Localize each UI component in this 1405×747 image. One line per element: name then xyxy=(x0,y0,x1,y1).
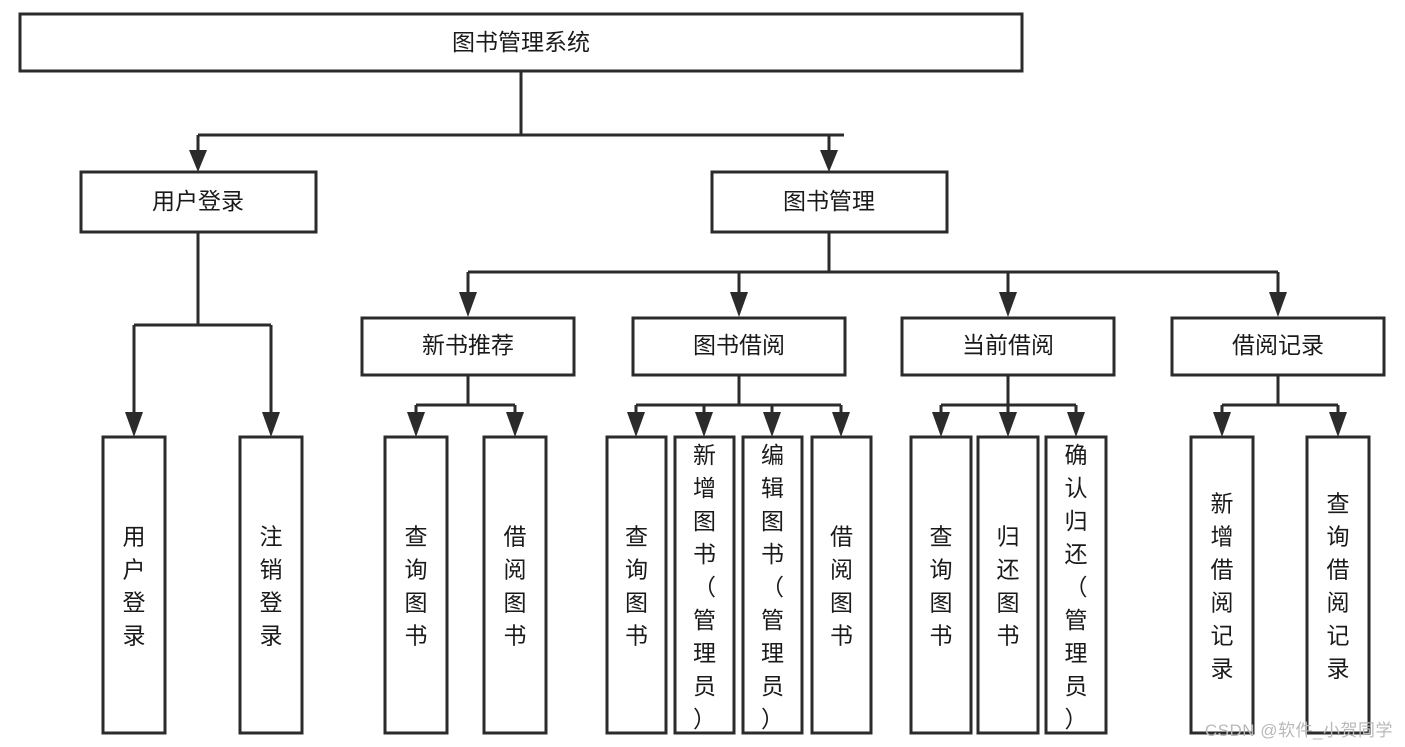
node-leaf-borrow-book-2[interactable]: 借阅图书 xyxy=(810,435,873,735)
arrow-head-leaf-query-book-2 xyxy=(627,412,645,437)
arrow-head-leaf-return-book xyxy=(999,412,1017,437)
node-leaf-query-book-3-label: 查询图书 xyxy=(930,524,953,649)
node-new-book-recommend[interactable]: 新书推荐 xyxy=(360,316,576,377)
node-leaf-query-book-3-box[interactable] xyxy=(909,435,973,735)
arrow-head-book-manage xyxy=(820,150,838,172)
node-leaf-add-record-box[interactable] xyxy=(1189,435,1255,735)
node-book-borrow[interactable]: 图书借阅 xyxy=(631,316,847,377)
node-leaf-query-book-1-label: 查询图书 xyxy=(405,524,428,649)
node-leaf-add-book-label: 新增图书（管理员） xyxy=(693,442,716,732)
node-leaf-return-book[interactable]: 归还图书 xyxy=(976,435,1040,735)
node-book-borrow-label: 图书借阅 xyxy=(693,332,785,358)
node-leaf-query-book-1-box[interactable] xyxy=(383,435,449,735)
arrow-head-leaf-add-book xyxy=(695,412,713,437)
node-leaf-confirm-return[interactable]: 确认归还（管理员） xyxy=(1044,435,1108,735)
node-leaf-add-record[interactable]: 新增借阅记录 xyxy=(1189,435,1255,735)
node-leaf-user-login-box[interactable] xyxy=(101,435,167,735)
node-leaf-user-login[interactable]: 用户登录 xyxy=(101,435,167,735)
arrow-head-leaf-confirm-return xyxy=(1067,412,1085,437)
node-user-login-label: 用户登录 xyxy=(152,188,244,214)
node-book-manage-box[interactable] xyxy=(710,170,949,234)
node-leaf-add-book[interactable]: 新增图书（管理员） xyxy=(673,435,736,735)
arrow-head-leaf-query-book-3 xyxy=(932,412,950,437)
node-leaf-query-book-2-box[interactable] xyxy=(605,435,668,735)
node-book-manage[interactable]: 图书管理 xyxy=(710,170,949,234)
node-leaf-query-record-label: 查询借阅记录 xyxy=(1327,491,1350,682)
node-leaf-add-book-box[interactable] xyxy=(673,435,736,735)
arrow-head-leaf-edit-book xyxy=(763,412,781,437)
node-current-borrow-label: 当前借阅 xyxy=(962,332,1054,358)
node-leaf-return-book-box[interactable] xyxy=(976,435,1040,735)
node-leaf-query-book-3[interactable]: 查询图书 xyxy=(909,435,973,735)
connector-layer xyxy=(125,71,1347,437)
node-book-manage-label: 图书管理 xyxy=(783,188,875,214)
node-leaf-logout-login[interactable]: 注销登录 xyxy=(238,435,304,735)
node-new-book-recommend-box[interactable] xyxy=(360,316,576,377)
arrow-head-new-book-recommend xyxy=(459,292,477,317)
arrow-head-leaf-add-record xyxy=(1213,412,1231,437)
arrow-head-borrow-record xyxy=(1269,292,1287,317)
node-current-borrow[interactable]: 当前借阅 xyxy=(900,316,1116,377)
node-leaf-edit-book[interactable]: 编辑图书（管理员） xyxy=(741,435,804,735)
node-current-borrow-box[interactable] xyxy=(900,316,1116,377)
node-leaf-query-book-1[interactable]: 查询图书 xyxy=(383,435,449,735)
arrow-head-book-borrow xyxy=(730,292,748,317)
node-leaf-confirm-return-label: 确认归还（管理员） xyxy=(1065,442,1088,732)
arrow-head-leaf-borrow-book-2 xyxy=(832,412,850,437)
node-borrow-record[interactable]: 借阅记录 xyxy=(1170,316,1386,377)
node-leaf-logout-login-box[interactable] xyxy=(238,435,304,735)
node-leaf-query-book-2-label: 查询图书 xyxy=(625,524,648,649)
arrow-head-leaf-borrow-book-1 xyxy=(506,412,524,437)
node-leaf-edit-book-box[interactable] xyxy=(741,435,804,735)
node-user-login-box[interactable] xyxy=(79,170,318,234)
node-leaf-borrow-book-1[interactable]: 借阅图书 xyxy=(482,435,548,735)
node-leaf-query-record-box[interactable] xyxy=(1305,435,1371,735)
node-book-borrow-box[interactable] xyxy=(631,316,847,377)
node-root-label: 图书管理系统 xyxy=(452,29,590,55)
node-leaf-confirm-return-box[interactable] xyxy=(1044,435,1108,735)
node-leaf-borrow-book-2-label: 借阅图书 xyxy=(830,524,853,649)
node-leaf-borrow-book-2-box[interactable] xyxy=(810,435,873,735)
node-leaf-query-book-2[interactable]: 查询图书 xyxy=(605,435,668,735)
arrow-head-user-login xyxy=(189,150,207,172)
arrow-head-leaf-user-login xyxy=(125,412,143,437)
node-leaf-borrow-book-1-label: 借阅图书 xyxy=(504,524,527,649)
arrow-head-current-borrow xyxy=(999,292,1017,317)
node-leaf-borrow-book-1-box[interactable] xyxy=(482,435,548,735)
node-root[interactable]: 图书管理系统 xyxy=(18,12,1024,73)
node-leaf-return-book-label: 归还图书 xyxy=(997,524,1020,649)
node-borrow-record-label: 借阅记录 xyxy=(1232,332,1324,358)
node-leaf-add-record-label: 新增借阅记录 xyxy=(1211,491,1234,682)
node-leaf-user-login-label: 用户登录 xyxy=(123,524,146,649)
node-leaf-edit-book-label: 编辑图书（管理员） xyxy=(761,442,784,732)
arrow-head-leaf-query-record xyxy=(1329,412,1347,437)
node-leaf-logout-login-label: 注销登录 xyxy=(260,524,283,649)
arrow-head-leaf-query-book-1 xyxy=(407,412,425,437)
node-borrow-record-box[interactable] xyxy=(1170,316,1386,377)
node-leaf-query-record[interactable]: 查询借阅记录 xyxy=(1305,435,1371,735)
node-root-box[interactable] xyxy=(18,12,1024,73)
node-new-book-recommend-label: 新书推荐 xyxy=(422,332,514,358)
arrow-head-leaf-logout-login xyxy=(262,412,280,437)
csdn-watermark: CSDN @软件_小贺同学 xyxy=(1204,721,1393,740)
node-user-login[interactable]: 用户登录 xyxy=(79,170,318,234)
